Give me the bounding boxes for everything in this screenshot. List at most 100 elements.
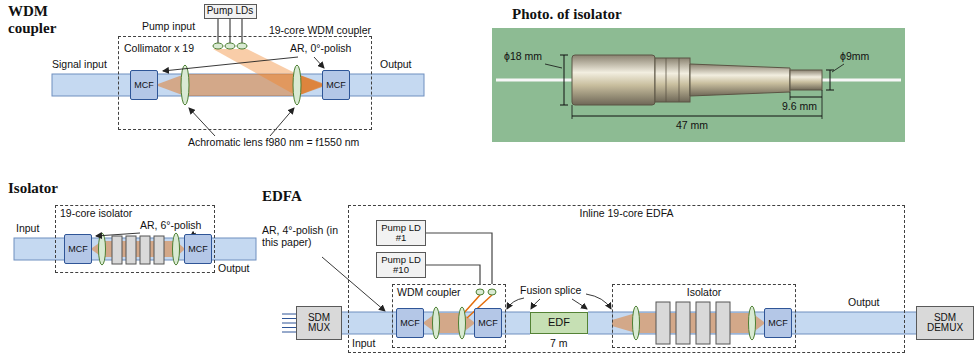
pump-connection <box>426 265 480 284</box>
isolator-photo-part <box>560 55 568 56</box>
node-label: Pump LDs <box>207 6 254 17</box>
node-label: MCF <box>478 318 498 328</box>
port-label: Output <box>848 296 880 308</box>
annotation: Achromatic lens f980 nm = f1550 nm <box>188 136 359 148</box>
pump-ld-box: Pump LDs <box>204 4 257 19</box>
dimension-label: ϕ9mm <box>840 50 869 62</box>
edfa-illustration-part <box>716 302 730 344</box>
coupler-illustration-part <box>314 57 324 68</box>
group-heading: 19-core WDM coupler <box>269 24 371 36</box>
mcf-end: MCF <box>396 308 424 338</box>
isolator-illustration-part <box>154 236 164 264</box>
node-label: SDM MUX <box>297 313 341 334</box>
coupler-illustration <box>52 19 424 136</box>
group-heading: 19-core isolator <box>60 207 132 219</box>
section-heading: Photo. of isolator <box>512 6 622 23</box>
node-label: MCF <box>134 80 154 90</box>
connector-line <box>426 265 480 284</box>
isolator-photo-part <box>790 92 791 100</box>
node-label: MCF <box>768 318 788 328</box>
dimension-label: 47 mm <box>676 119 708 131</box>
group-heading: Isolator <box>687 286 721 298</box>
isolator-photo-part <box>655 58 690 102</box>
isolator-photo-part <box>679 58 680 102</box>
isolator-illustration-part <box>126 236 136 264</box>
fiber-connection <box>342 312 392 334</box>
sdm-mux-box: SDM MUX <box>296 306 342 340</box>
isolator-photo-part <box>666 58 667 102</box>
isolator-photo-part <box>690 64 790 96</box>
connector-line <box>229 19 230 36</box>
isolator-photo-part <box>790 70 822 90</box>
edfa-illustration-part <box>424 313 474 333</box>
port-label: Output <box>380 58 412 70</box>
pump-connection <box>230 19 231 36</box>
coupler-illustration-part <box>293 65 301 105</box>
fiber-edge-line <box>506 334 530 335</box>
isolator-photo-part <box>572 55 655 105</box>
fiber-edge-line <box>796 312 916 313</box>
edfa-illustration-part <box>586 294 611 309</box>
section-heading: WDM coupler <box>8 3 78 38</box>
fiber-connection <box>588 312 612 334</box>
isolator-illustration-part <box>173 233 180 265</box>
mcf-end: MCF <box>764 308 792 338</box>
node-label: Pump LD #10 <box>377 255 425 275</box>
annotation: AR, 6°-polish <box>140 219 201 231</box>
port-label: Signal input <box>52 58 107 70</box>
group-heading: Inline 19-core EDFA <box>580 207 674 219</box>
isolator-photo-part <box>572 105 573 119</box>
coupler-illustration-part <box>217 19 218 43</box>
fiber-edge-line <box>342 334 392 335</box>
isolator-photo-part <box>822 79 901 82</box>
pump-connection <box>426 233 492 284</box>
isolator-illustration-part <box>96 233 140 236</box>
node-label: MCF <box>188 244 208 254</box>
isolator-photo-part <box>822 90 823 119</box>
port-label: Output <box>218 262 250 274</box>
node-label: MCF <box>400 318 420 328</box>
fiber-edge-line <box>796 334 916 335</box>
edfa-illustration-part <box>676 302 690 344</box>
coupler-illustration-part <box>52 74 424 96</box>
wdm-coupler-housing: WDM couplerMCFMCF <box>392 284 506 348</box>
isolator-photo-part <box>832 64 844 72</box>
pump-ld-box: Pump LD #1 <box>376 220 426 246</box>
annotation: AR, 4°-polish (in this paper) <box>262 224 346 248</box>
connector-line <box>588 312 612 334</box>
annotation: Fusion splice <box>520 284 581 296</box>
isolator-illustration <box>14 233 256 265</box>
mcf-end: MCF <box>184 234 212 264</box>
annotation: AR, 0°-polish <box>290 42 351 54</box>
annotation: Collimator x 19 <box>124 42 194 54</box>
coupler-illustration-part <box>225 43 235 49</box>
section-heading: EDFA <box>262 188 302 205</box>
edfa-illustration-part <box>633 306 640 340</box>
edfa-illustration <box>282 257 796 344</box>
isolator-photo-part <box>492 28 905 142</box>
pump-ld-box: Pump LD #10 <box>376 252 426 278</box>
coupler-illustration-part <box>237 43 247 49</box>
coupler-illustration-part <box>241 19 242 43</box>
isolator-photo-part <box>496 79 572 82</box>
section-heading: Isolator <box>8 180 58 197</box>
fiber-connection <box>796 312 916 334</box>
isolator-photo-part <box>564 55 565 105</box>
mcf-end: MCF <box>64 234 92 264</box>
length-label: 7 m <box>550 337 568 349</box>
isolator-photo <box>492 28 905 142</box>
isolator-housing: 19-core isolatorMCF MCF <box>55 205 215 273</box>
isolator-illustration-part <box>140 236 150 264</box>
isolator-photo-part <box>560 105 568 106</box>
edfa-illustration-part <box>572 299 587 309</box>
isolator-illustration-part <box>99 233 106 265</box>
isolator-illustration-part <box>112 236 122 264</box>
isolator-photo-part <box>826 90 834 91</box>
coupler-illustration-part <box>163 57 298 71</box>
node-label: SDM DEMUX <box>917 313 973 334</box>
dimension-label: 9.6 mm <box>782 100 817 112</box>
isolator-photo-part <box>545 64 562 68</box>
dimension-label: ϕ18 mm <box>504 50 542 62</box>
connector-line <box>796 312 916 334</box>
